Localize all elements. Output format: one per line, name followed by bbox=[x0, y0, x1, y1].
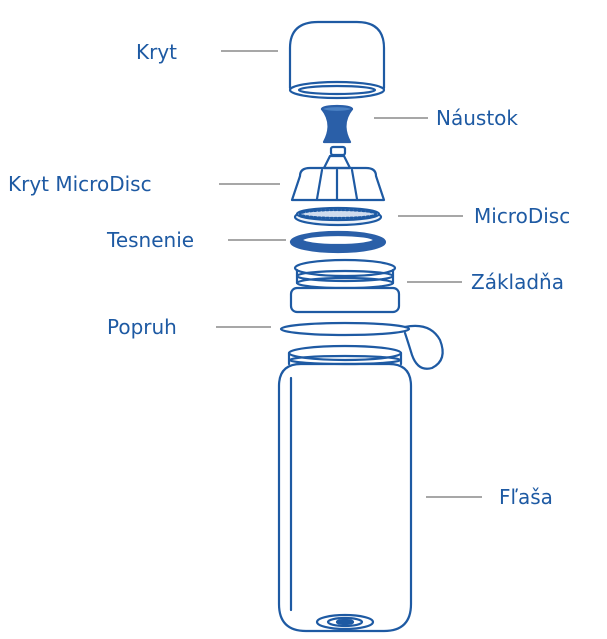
label-microdisc-cover: Kryt MicroDisc bbox=[8, 172, 152, 196]
label-microdisc: MicroDisc bbox=[474, 204, 570, 228]
base-part bbox=[291, 260, 399, 312]
label-cap: Kryt bbox=[136, 40, 177, 64]
label-seal: Tesnenie bbox=[107, 228, 194, 252]
microdisc-part bbox=[295, 208, 381, 225]
label-base: Základňa bbox=[471, 270, 564, 294]
bottle-part bbox=[279, 346, 411, 631]
label-mouthpiece: Náustok bbox=[436, 106, 518, 130]
label-bottle: Fľaša bbox=[499, 485, 553, 509]
label-strap: Popruh bbox=[107, 315, 177, 339]
cap-part bbox=[290, 22, 384, 98]
seal-part bbox=[291, 232, 385, 252]
microdisc-cover-part bbox=[292, 147, 384, 200]
mouthpiece-part bbox=[322, 106, 352, 142]
